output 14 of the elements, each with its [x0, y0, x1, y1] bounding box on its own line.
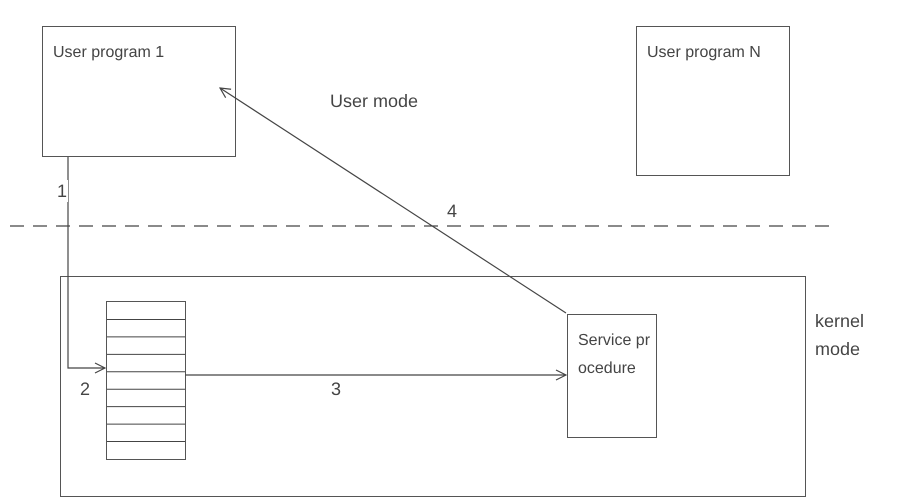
mode-label: User mode	[330, 90, 418, 112]
edge-label: 1	[56, 180, 68, 202]
program-box	[636, 26, 790, 176]
box-label: User program 1	[52, 43, 166, 63]
region-label: kernel mode	[815, 310, 866, 361]
box-label: User program N	[646, 43, 762, 63]
step-number: 2	[80, 378, 90, 400]
program-box	[42, 26, 236, 157]
arrow	[67, 157, 106, 374]
program-box	[567, 314, 657, 438]
arrow	[219, 87, 566, 314]
table-drawing	[106, 301, 186, 460]
box-label: Service procedure	[577, 331, 652, 379]
arrow	[185, 369, 567, 381]
